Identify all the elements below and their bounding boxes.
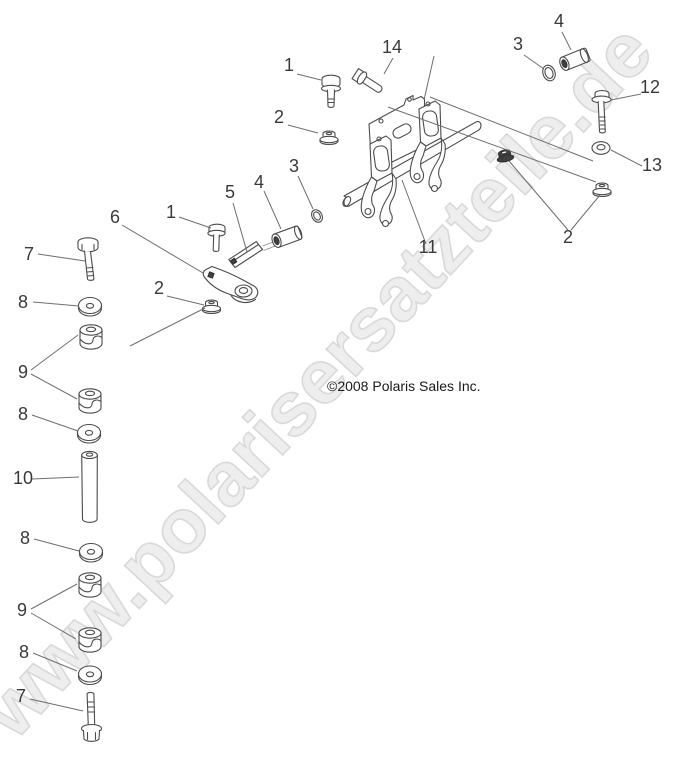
bushing-part-9-4: [78, 627, 102, 653]
callout-4-top: 4: [554, 11, 564, 31]
washer-part-8-3: [78, 542, 104, 563]
copyright-text: ©2008 Polaris Sales Inc.: [327, 378, 481, 394]
link-pin-part-5: [228, 240, 279, 269]
callout-6: 6: [110, 207, 120, 227]
callout-8-1: 8: [18, 292, 28, 312]
bushing-part-9-3: [78, 572, 102, 598]
flange-nut-part-2-on-tube: [496, 149, 515, 163]
callout-7-top: 7: [24, 244, 34, 264]
flange-nut-part-2-right: [592, 182, 612, 198]
spacer-part-10: [81, 450, 98, 523]
bolt-part-7-bottom: [80, 691, 103, 742]
leader-lines: [29, 31, 643, 712]
bolt-part-14: [351, 68, 383, 93]
clamp-bracket-right: [409, 100, 446, 193]
washer-part-13: [591, 141, 611, 155]
callout-10: 10: [13, 468, 33, 488]
bushing-part-4-top: [559, 47, 591, 71]
callout-1-top: 1: [284, 55, 294, 75]
clamp-bracket-left: [360, 135, 397, 228]
callout-4-mid: 4: [254, 172, 264, 192]
callout-9-upper: 9: [18, 362, 28, 382]
callout-11: 11: [419, 237, 438, 257]
callout-12: 12: [640, 77, 660, 97]
callout-8-4: 8: [19, 642, 29, 662]
callout-1-mid: 1: [166, 202, 176, 222]
bolt-part-12: [591, 89, 612, 134]
o-ring-part-3-mid: [311, 209, 323, 223]
callout-8-3: 8: [20, 528, 30, 548]
callout-8-2: 8: [18, 404, 28, 424]
callout-13: 13: [642, 155, 662, 175]
washer-part-8-4: [77, 665, 103, 686]
callout-7-bottom: 7: [16, 686, 26, 706]
callout-9-lower: 9: [17, 600, 27, 620]
callout-14: 14: [382, 37, 402, 57]
bushing-part-4-mid: [271, 225, 303, 248]
flange-bolt-part-1-top: [320, 74, 342, 108]
callout-2-top: 2: [274, 107, 284, 127]
bushing-part-9-1: [79, 324, 103, 350]
flange-nut-part-2-top: [319, 130, 339, 146]
washer-part-8-2: [76, 423, 102, 444]
washer-part-8-1: [77, 296, 103, 317]
callout-3-mid: 3: [289, 156, 299, 176]
callout-2-mid: 2: [154, 278, 164, 298]
callout-5: 5: [225, 182, 235, 202]
lever-arm-part-6: [202, 265, 259, 304]
callout-3-top: 3: [513, 34, 523, 54]
callout-2-right: 2: [563, 227, 573, 247]
o-ring-part-3-top: [542, 64, 556, 82]
flange-nut-part-2-mid: [201, 299, 222, 315]
flange-bolt-part-1-mid: [207, 223, 226, 252]
bolt-part-7-top: [77, 237, 99, 281]
bushing-part-9-2: [78, 388, 102, 414]
